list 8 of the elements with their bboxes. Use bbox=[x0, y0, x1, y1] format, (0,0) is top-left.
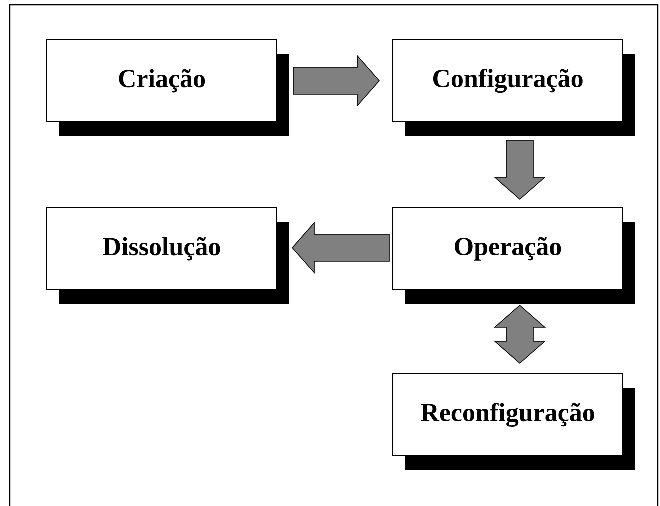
arrow bbox=[292, 222, 390, 274]
process-box: Dissolução bbox=[46, 208, 289, 304]
arrow bbox=[293, 54, 380, 108]
process-box: Configuração bbox=[392, 40, 635, 136]
process-box: Criação bbox=[46, 40, 289, 136]
process-box: Operação bbox=[392, 208, 635, 304]
arrow bbox=[494, 140, 546, 200]
process-box: Reconfiguração bbox=[392, 374, 635, 470]
